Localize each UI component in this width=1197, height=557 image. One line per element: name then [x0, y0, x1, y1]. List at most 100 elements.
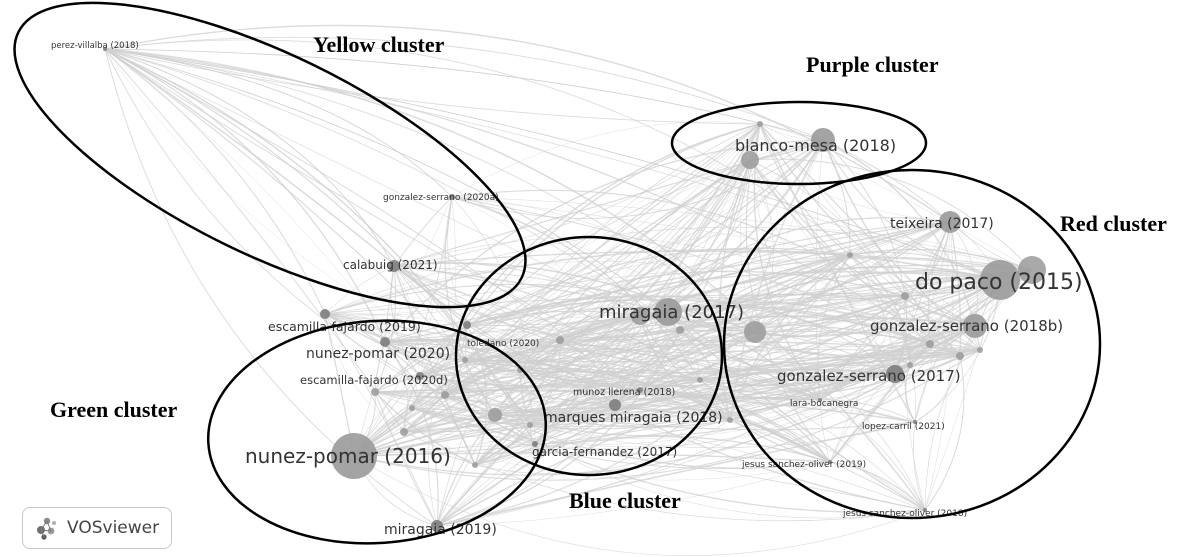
label-gonzalez-serrano-2018b[interactable]: gonzalez-serrano (2018b): [870, 317, 1063, 335]
network-edge: [419, 339, 561, 377]
network-edge: [384, 139, 824, 343]
node-marques-miragaia-2018[interactable]: [609, 399, 621, 411]
network-edge: [324, 254, 851, 315]
network-node[interactable]: [956, 352, 964, 360]
network-node[interactable]: [676, 326, 684, 334]
network-edge: [436, 123, 761, 527]
label-gonzalez-serrano-2017[interactable]: gonzalez-serrano (2017): [777, 367, 961, 385]
node-jesus-sanchez-oliver-2018[interactable]: [923, 508, 927, 512]
network-edge: [353, 349, 981, 481]
network-edge: [324, 226, 1033, 315]
network-node[interactable]: [757, 121, 763, 127]
label-teixeira-2017[interactable]: teixeira (2017): [890, 216, 994, 232]
yellow-cluster-title: Yellow cluster: [313, 32, 445, 57]
network-node[interactable]: [631, 307, 649, 325]
label-calabuig-2021[interactable]: calabuig (2021): [343, 258, 438, 272]
network-node[interactable]: [744, 321, 766, 343]
label-miragaia-2017[interactable]: miragaia (2017): [599, 302, 744, 323]
network-edge: [559, 269, 1033, 341]
network-node[interactable]: [527, 422, 533, 428]
label-toledano-2020[interactable]: toledano (2020): [467, 339, 539, 349]
network-edge: [104, 48, 438, 527]
node-calabuig-2021[interactable]: [388, 260, 400, 272]
network-edge: [403, 159, 751, 433]
network-edge: [759, 123, 981, 351]
label-lara-bocanegra[interactable]: lara-bocanegra: [790, 399, 858, 409]
network-node[interactable]: [371, 388, 379, 396]
network-node[interactable]: [400, 428, 408, 436]
node-do-paco-2015[interactable]: [980, 260, 1020, 300]
network-node[interactable]: [727, 417, 733, 423]
network-node[interactable]: [926, 340, 934, 348]
network-edge: [324, 313, 438, 527]
label-do-paco-2015[interactable]: do paco (2015): [915, 270, 1083, 295]
green-cluster-ellipse: [206, 319, 548, 545]
node-blanco-mesa-2018[interactable]: [811, 128, 835, 152]
label-perez-villalba[interactable]: perez-villalba (2018): [51, 41, 139, 51]
network-edge: [436, 331, 756, 527]
label-nunez-pomar-2016[interactable]: nunez-pomar (2016): [245, 444, 451, 468]
network-edge: [639, 302, 981, 351]
node-perez-villalba[interactable]: [103, 47, 107, 51]
label-miragaia-2019[interactable]: miragaia (2019): [384, 522, 497, 538]
node-escamilla-fajardo-2020d[interactable]: [416, 372, 424, 380]
label-gonzalez-serrano-2020a[interactable]: gonzalez-serrano (2020a): [383, 193, 499, 203]
label-jesus-sanchez-oliver-2019[interactable]: jesus sanchez-oliver (2019): [741, 460, 866, 470]
network-edge: [464, 139, 824, 361]
node-teixeira-2017[interactable]: [939, 211, 961, 233]
node-gonzalez-serrano-2020a[interactable]: [449, 194, 455, 200]
vosviewer-watermark[interactable]: VOSviewer: [22, 507, 172, 549]
network-edge: [759, 123, 976, 327]
network-edge: [374, 391, 476, 466]
node-escamilla-fajardo-2019[interactable]: [320, 309, 330, 319]
node-lara-bocanegra[interactable]: [818, 398, 822, 402]
network-node[interactable]: [1018, 256, 1046, 284]
network-node[interactable]: [488, 408, 502, 422]
node-gonzalez-serrano-2017[interactable]: [886, 365, 904, 383]
network-node[interactable]: [462, 357, 468, 363]
node-garcia-fernandez-2017[interactable]: [532, 441, 538, 447]
node-munoz-llerena-2018[interactable]: [637, 387, 643, 393]
network-node[interactable]: [697, 377, 703, 383]
label-jesus-sanchez-oliver-2018[interactable]: jesus sanchez-oliver (2018): [842, 509, 967, 519]
label-lopez-carril-2021[interactable]: lopez-carril (2021): [862, 422, 945, 432]
node-miragaia-2017[interactable]: [654, 298, 682, 326]
node-miragaia-2019[interactable]: [431, 520, 443, 532]
label-escamilla-fajardo-2020d[interactable]: escamilla-fajardo (2020d): [300, 373, 448, 387]
node-gonzalez-serrano-2018b[interactable]: [963, 314, 987, 338]
network-node[interactable]: [741, 151, 759, 169]
node-nunez-pomar-2016[interactable]: [331, 433, 377, 479]
network-edge: [436, 325, 976, 527]
network-node[interactable]: [556, 336, 564, 344]
network-node[interactable]: [847, 252, 853, 258]
network-node[interactable]: [901, 292, 909, 300]
network-node[interactable]: [409, 405, 415, 411]
network-edge: [519, 254, 851, 371]
network-edge: [374, 379, 701, 393]
network-edges: [104, 24, 1033, 556]
node-nunez-pomar-2020[interactable]: [380, 337, 390, 347]
label-blanco-mesa-2018[interactable]: blanco-mesa (2018): [735, 136, 896, 155]
label-nunez-pomar-2020[interactable]: nunez-pomar (2020): [306, 346, 450, 362]
label-escamilla-fajardo-2019[interactable]: escamilla-fajardo (2019): [268, 319, 421, 334]
network-edge: [436, 279, 1001, 527]
label-marques-miragaia-2018[interactable]: marques miragaia (2018): [544, 410, 723, 426]
network-edge: [534, 419, 731, 445]
network-node[interactable]: [977, 347, 983, 353]
network-node[interactable]: [907, 362, 913, 368]
network-edge: [949, 221, 978, 327]
network-node[interactable]: [441, 391, 449, 399]
label-garcia-fernandez-2017[interactable]: garcia-fernandez (2017): [532, 445, 677, 459]
network-edge: [403, 411, 496, 433]
label-munoz-llerena-2018[interactable]: munoz llerena (2018): [573, 387, 675, 398]
network-edge: [614, 379, 701, 406]
node-toledano-2020[interactable]: [463, 321, 471, 329]
network-node[interactable]: [472, 462, 478, 468]
network-edge: [104, 48, 669, 313]
node-jesus-sanchez-oliver-2019[interactable]: [828, 460, 832, 464]
node-lopez-carril-2021[interactable]: [913, 420, 917, 424]
network-edge: [474, 419, 731, 475]
network-edge: [909, 355, 961, 366]
network-edge: [104, 48, 824, 141]
